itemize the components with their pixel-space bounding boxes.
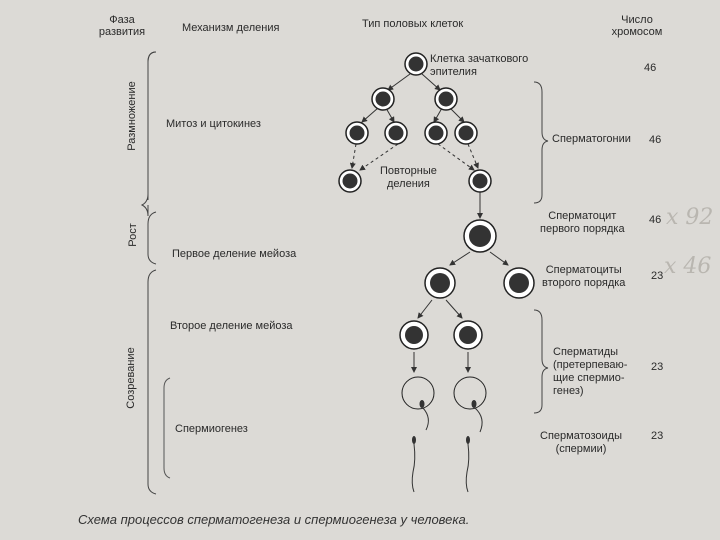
mechanism-spermiogenesis: Спермиогенез bbox=[175, 423, 248, 435]
secondary-spermatocyte-cell bbox=[503, 267, 535, 299]
phase-bracket bbox=[140, 51, 157, 217]
repeated-division-arrow bbox=[359, 143, 399, 171]
label-spermatocyte-1: Сперматоцит первого порядка bbox=[540, 210, 625, 235]
label-germ-epithelium: Клетка зачаткового эпителия bbox=[430, 53, 529, 78]
division-arrow bbox=[421, 73, 441, 91]
label-spermatozoa: Сперматозоиды (спермии) bbox=[540, 430, 622, 455]
label-spermatids: Сперматиды (претерпеваю- щие спермио- ге… bbox=[553, 346, 628, 397]
division-arrow bbox=[489, 251, 509, 266]
spermatid-cell bbox=[399, 320, 429, 350]
bracket-spermatids bbox=[533, 309, 549, 414]
spermiogenesis-cell bbox=[401, 376, 435, 431]
phase-bracket bbox=[147, 51, 157, 200]
chromosomes-epithelium: 46 bbox=[644, 62, 657, 74]
handwritten-note: х 46 bbox=[664, 254, 712, 279]
spermatid-cell bbox=[453, 320, 483, 350]
phase-bracket bbox=[147, 211, 157, 265]
spermatozoon bbox=[411, 436, 416, 493]
division-arrow bbox=[445, 299, 463, 319]
spermiogenesis-cell bbox=[453, 376, 487, 433]
spermatozoon bbox=[465, 436, 470, 493]
division-arrow bbox=[387, 73, 411, 91]
handwritten-note: х 92 bbox=[666, 205, 714, 230]
chromosomes-spermatids: 23 bbox=[651, 361, 664, 373]
header-cell-type: Тип половых клеток bbox=[362, 18, 464, 30]
spermatogonium-cell bbox=[371, 87, 395, 111]
spermatogonium-cell bbox=[345, 121, 369, 145]
label-repeated-divisions: Повторные деления bbox=[380, 165, 437, 190]
secondary-spermatocyte-cell bbox=[424, 267, 456, 299]
spermatogonium-cell bbox=[338, 169, 362, 193]
repeated-division-arrow bbox=[467, 143, 479, 169]
mechanism-meiosis-2: Второе деление мейоза bbox=[170, 320, 293, 332]
phase-bracket bbox=[163, 377, 171, 479]
phase-bracket bbox=[147, 269, 157, 495]
division-arrow bbox=[417, 299, 433, 319]
label-spermatogonia: Сперматогонии bbox=[552, 133, 631, 145]
division-arrow bbox=[385, 107, 395, 123]
spermatogonium-cell bbox=[434, 87, 458, 111]
division-arrow bbox=[449, 251, 471, 266]
header-chromosomes: Число хромосом bbox=[611, 14, 663, 38]
spermatogonium-cell bbox=[454, 121, 478, 145]
figure-caption: Схема процессов сперматогенеза и спермио… bbox=[78, 512, 470, 527]
label-spermatocytes-2: Сперматоциты второго порядка bbox=[542, 264, 626, 289]
header-phase: Фаза развития bbox=[98, 14, 146, 38]
spermatogonium-cell bbox=[384, 121, 408, 145]
bracket-spermatogonia bbox=[533, 81, 549, 204]
division-arrow bbox=[433, 107, 443, 123]
header-mechanism: Механизм деления bbox=[182, 22, 280, 34]
chromosomes-spermatocyte-1: 46 bbox=[649, 214, 662, 226]
spermatogonium-cell bbox=[468, 169, 492, 193]
chromosomes-spermatogonia: 46 bbox=[649, 134, 662, 146]
chromosomes-spermatozoa: 23 bbox=[651, 430, 664, 442]
repeated-division-arrow bbox=[349, 143, 357, 169]
repeated-division-arrow bbox=[437, 143, 475, 171]
germ-epithelium-cell bbox=[404, 52, 428, 76]
spermatogonium-cell bbox=[424, 121, 448, 145]
division-arrow bbox=[361, 107, 379, 123]
division-arrow bbox=[449, 107, 465, 123]
chromosomes-spermatocytes-2: 23 bbox=[651, 270, 664, 282]
primary-spermatocyte-cell bbox=[463, 219, 497, 253]
mechanism-meiosis-1: Первое деление мейоза bbox=[172, 248, 297, 260]
mechanism-mitosis: Митоз и цитокинез bbox=[166, 118, 261, 130]
